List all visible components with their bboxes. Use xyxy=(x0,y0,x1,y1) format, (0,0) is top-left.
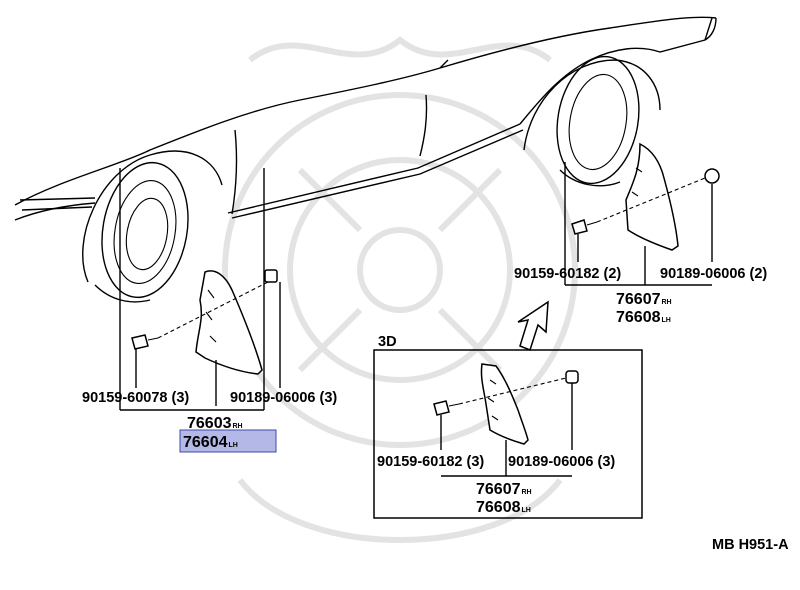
watermark-emblem xyxy=(222,36,578,543)
inset-bolt-label: 90159-60182 (3) xyxy=(377,454,484,470)
rear-clip-nut xyxy=(704,168,720,184)
inset-mudflap xyxy=(480,363,529,445)
front-flap-rh-label: 76603RH xyxy=(187,415,243,432)
inset-flap-rh-label: 76607RH xyxy=(476,481,532,498)
front-clip-nut xyxy=(264,269,278,283)
front-bolt-label: 90159-60078 (3) xyxy=(82,390,189,406)
front-mudflap xyxy=(195,270,263,375)
front-screw xyxy=(131,334,149,350)
front-flap-lh-label: 76604LH xyxy=(183,434,238,451)
inset-arrow xyxy=(517,300,549,351)
rear-flap-rh-label: 76607RH xyxy=(616,291,672,308)
inset-3d xyxy=(373,349,643,519)
front-mudflap-parts xyxy=(119,168,281,411)
inset-nut-label: 90189-06006 (3) xyxy=(508,454,615,470)
front-nut-label: 90189-06006 (3) xyxy=(230,390,337,406)
rear-bolt-label: 90159-60182 (2) xyxy=(514,266,621,282)
rear-nut-label: 90189-06006 (2) xyxy=(660,266,767,282)
inset-screw xyxy=(433,400,450,416)
rear-screw xyxy=(571,219,588,235)
highlight-box xyxy=(179,429,277,453)
inset-title: 3D xyxy=(378,334,397,350)
vehicle-body-outline xyxy=(14,16,717,303)
inset-clip-nut xyxy=(565,370,579,384)
rear-mudflap xyxy=(625,142,679,251)
rear-flap-lh-label: 76608LH xyxy=(616,309,671,326)
inset-frame xyxy=(373,349,643,519)
diagram-code: MB H951-A xyxy=(712,537,789,553)
rear-mudflap-parts xyxy=(564,142,720,286)
inset-flap-lh-label: 76608LH xyxy=(476,499,531,516)
